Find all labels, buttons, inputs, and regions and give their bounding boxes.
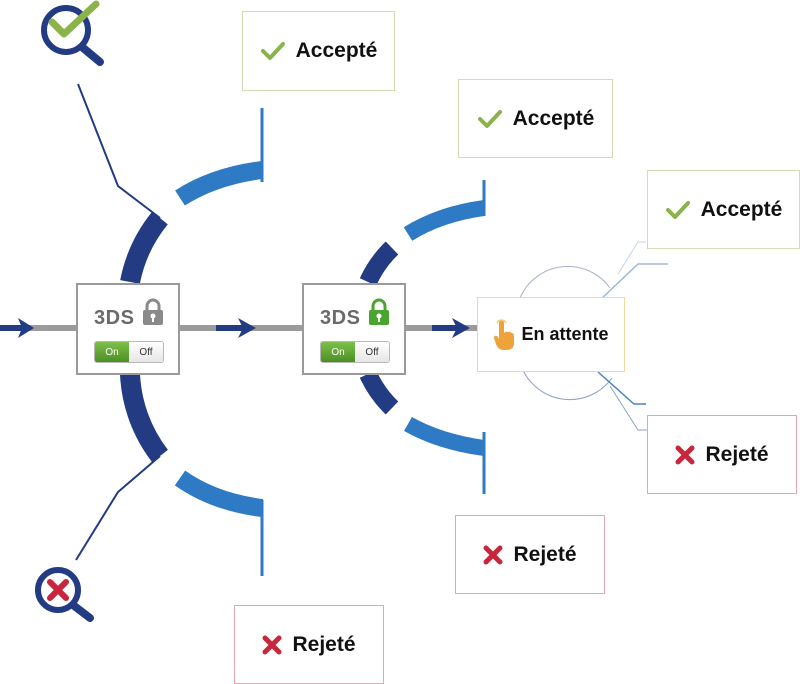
gate-2-title: 3DS [320, 307, 361, 329]
toggle-on-label: On [321, 342, 355, 362]
stage2-dark-arc-bottom [359, 370, 399, 415]
stage3-reject-connector-2 [609, 385, 648, 431]
pending-label: En attente [521, 324, 609, 344]
accepted-box-2: Accepté [458, 79, 613, 158]
pointing-hand-icon [494, 318, 515, 350]
flow-arrow-1 [0, 318, 34, 338]
rejected-label-1: Rejeté [705, 442, 769, 466]
toggle-on-label: On [95, 342, 129, 362]
security-gate-1: 3DS On Off [76, 283, 180, 375]
gate-1-title: 3DS [94, 307, 135, 329]
search-accept-connector [77, 83, 161, 219]
magnifier-check-icon [41, 0, 104, 66]
search-reject-connector [75, 455, 161, 561]
stage1-dark-arc-top [120, 211, 168, 285]
flow-arrow-3 [432, 318, 470, 338]
accepted-box-3: Accepté [647, 170, 800, 249]
stage3-faint-arc-top [519, 265, 611, 299]
toggle-off-label: Off [355, 342, 389, 362]
stage2-dark-arc-top [359, 241, 399, 286]
accepted-box-1: Accepté [242, 11, 395, 91]
stage3-accept-connector-2 [617, 241, 646, 275]
stage3-reject-connector [597, 371, 646, 405]
magnifier-cross-icon [35, 567, 94, 622]
cross-icon [483, 545, 503, 564]
pending-box: En attente [477, 297, 625, 372]
cross-icon [262, 635, 282, 654]
security-gate-2: 3DS On Off [302, 283, 406, 375]
rejected-box-2: Rejeté [455, 515, 605, 594]
flow-arrow-2 [216, 318, 256, 338]
accepted-label-2: Accepté [512, 106, 595, 130]
check-icon [665, 200, 690, 219]
stage3-faint-arc-bottom [521, 367, 613, 401]
toggle-off-label: Off [129, 342, 163, 362]
gate-1-toggle[interactable]: On Off [94, 341, 164, 363]
rejected-box-3: Rejeté [234, 605, 384, 684]
stage1-dark-arc-bottom [120, 373, 169, 463]
stage1-light-arc-bottom [174, 470, 264, 517]
padlock-icon [369, 298, 389, 325]
accepted-label-3: Accepté [700, 197, 783, 221]
rejected-label-2: Rejeté [513, 542, 577, 566]
rejected-box-1: Rejeté [647, 415, 797, 494]
rejected-label-3: Rejeté [292, 632, 356, 656]
cross-icon [675, 445, 695, 464]
accepted-label-1: Accepté [295, 39, 378, 62]
stage2-light-arc-bottom [404, 416, 486, 456]
check-icon [477, 109, 502, 128]
stage3-accept-connector [599, 263, 668, 301]
padlock-icon [143, 298, 163, 325]
stage2-light-arc-top [403, 200, 486, 241]
gate-2-toggle[interactable]: On Off [320, 341, 390, 363]
stage1-light-arc-top [175, 161, 264, 206]
check-icon [260, 42, 285, 60]
